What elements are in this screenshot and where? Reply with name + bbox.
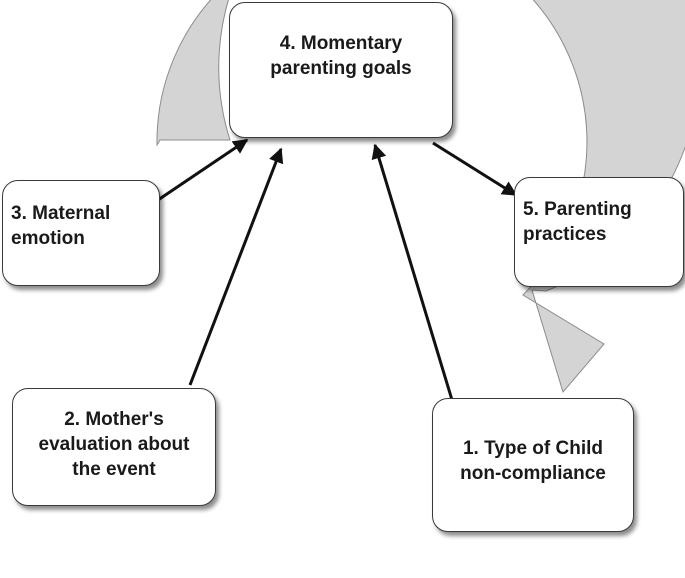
node-label-maternal-emotion: 3. Maternal emotion <box>11 203 111 249</box>
cycle-ring-arrow <box>156 0 685 394</box>
node-child-non-compliance: 1. Type of Child non-compliance <box>432 398 634 532</box>
node-label-parenting-practices: 5. Parenting practices <box>523 199 632 245</box>
node-parenting-practices: 5. Parenting practices <box>514 177 684 287</box>
node-maternal-emotion: 3. Maternal emotion <box>2 180 160 286</box>
arrow-node-4-to-node-5 <box>432 141 518 197</box>
node-momentary-parenting-goals: 4. Momentary parenting goals <box>229 2 453 138</box>
arrow-node-3-to-node-4 <box>157 138 249 202</box>
node-label-child-non-compliance: 1. Type of Child non-compliance <box>460 438 606 484</box>
node-label-mothers-evaluation: 2. Mother's evaluation about the event <box>38 408 190 480</box>
arrow-node-2-to-node-4 <box>188 147 284 386</box>
node-label-momentary-parenting-goals: 4. Momentary parenting goals <box>270 33 412 79</box>
node-mothers-evaluation: 2. Mother's evaluation about the event <box>12 388 216 506</box>
edges-layer <box>157 138 518 401</box>
arrow-node-1-to-node-4 <box>371 143 454 401</box>
